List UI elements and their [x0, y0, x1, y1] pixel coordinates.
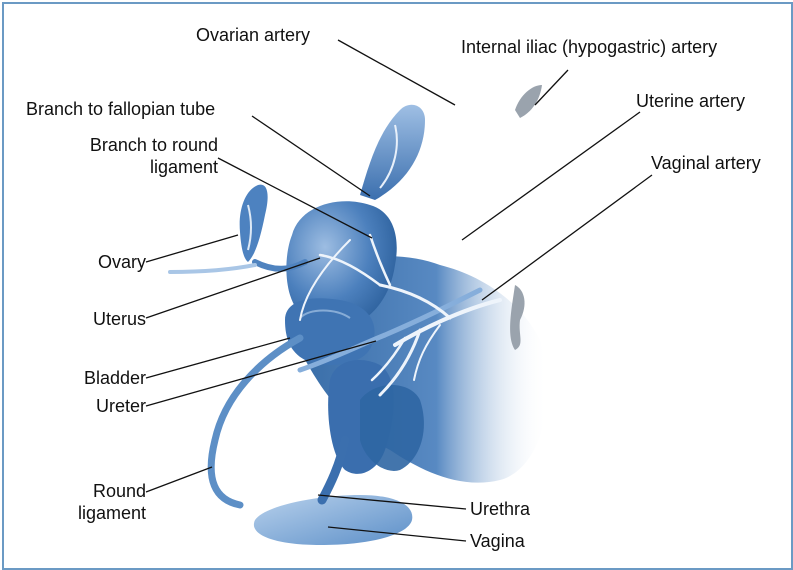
urethra-shape — [322, 440, 345, 500]
label-ureter: Ureter — [40, 395, 146, 417]
round-ligament-shape — [211, 338, 300, 505]
label-round-ligament-line2: ligament — [40, 502, 146, 524]
label-vaginal-artery: Vaginal artery — [651, 152, 761, 174]
label-uterus: Uterus — [60, 308, 146, 330]
label-uterine-artery: Uterine artery — [636, 90, 745, 112]
label-internal-iliac-artery: Internal iliac (hypogastric) artery — [461, 36, 717, 58]
label-branch-fallopian-tube: Branch to fallopian tube — [26, 98, 215, 120]
ovary-shape — [170, 185, 305, 272]
bladder-shape — [285, 298, 375, 365]
label-ovarian-artery: Ovarian artery — [196, 24, 310, 46]
vagina-shape — [254, 495, 412, 545]
label-ovary: Ovary — [60, 251, 146, 273]
label-bladder: Bladder — [40, 367, 146, 389]
label-vagina: Vagina — [470, 530, 525, 552]
label-urethra: Urethra — [470, 498, 530, 520]
iliac-vessel-fragments — [510, 85, 542, 350]
fallopian-tube-shape — [360, 105, 425, 200]
label-branch-round-ligament-line2: ligament — [62, 156, 218, 178]
label-branch-round-ligament-line1: Branch to round — [62, 134, 218, 156]
label-round-ligament-line1: Round — [40, 480, 146, 502]
label-round-ligament: Round ligament — [40, 480, 146, 524]
label-branch-round-ligament: Branch to round ligament — [62, 134, 218, 178]
